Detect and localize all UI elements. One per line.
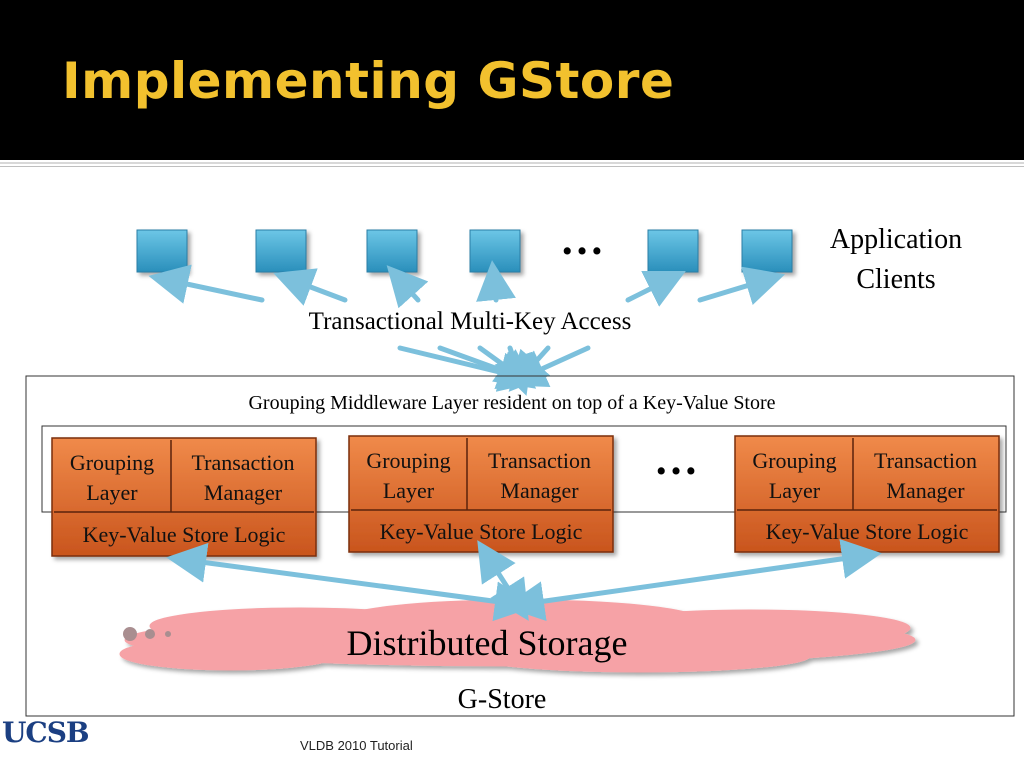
client-box xyxy=(255,229,307,273)
client-boxes xyxy=(136,229,793,273)
client-box xyxy=(136,229,188,273)
footer-text: VLDB 2010 Tutorial xyxy=(300,738,413,753)
client-box xyxy=(366,229,418,273)
kv-store-logic-label: Key-Value Store Logic xyxy=(82,522,286,547)
access-arrows xyxy=(148,260,786,309)
client-box xyxy=(647,229,699,273)
client-box xyxy=(741,229,793,273)
kv-store-logic-label: Key-Value Store Logic xyxy=(765,519,969,544)
middleware-label: Grouping Middleware Layer resident on to… xyxy=(248,392,776,414)
slide-title: Implementing GStore xyxy=(62,52,675,110)
client-box xyxy=(469,229,521,273)
transaction-manager-label: Transaction Manager xyxy=(191,450,295,505)
application-clients-label: Application Clients xyxy=(829,224,963,295)
grouping-layer-label: Grouping Layer xyxy=(69,450,155,505)
grouping-layer-label: Grouping Layer xyxy=(752,448,837,503)
ucsb-logo: UCSB xyxy=(2,716,90,749)
grouping-layer-label: Grouping Layer xyxy=(366,448,451,503)
gstore-label: G-Store xyxy=(457,684,547,715)
distributed-storage-label: Distributed Storage xyxy=(346,623,628,663)
transaction-manager-label: Transaction Manager xyxy=(487,448,592,503)
access-arrows-converge xyxy=(397,345,591,396)
node-2 xyxy=(348,435,614,553)
ellipsis-nodes: … xyxy=(654,435,698,484)
gstore-system-box xyxy=(25,375,1015,717)
title-band xyxy=(0,0,1024,160)
title-divider-thin xyxy=(0,166,1024,167)
kv-store-logic-label: Key-Value Store Logic xyxy=(379,519,583,544)
access-label: Transactional Multi-Key Access xyxy=(250,308,690,336)
storage-arrows xyxy=(166,539,882,622)
title-divider xyxy=(0,162,1024,164)
node-1 xyxy=(51,437,317,557)
node-3 xyxy=(734,435,1000,553)
ellipsis-clients: … xyxy=(560,215,604,264)
transaction-manager-label: Transaction Manager xyxy=(873,448,978,503)
cloud-dots xyxy=(123,627,171,641)
